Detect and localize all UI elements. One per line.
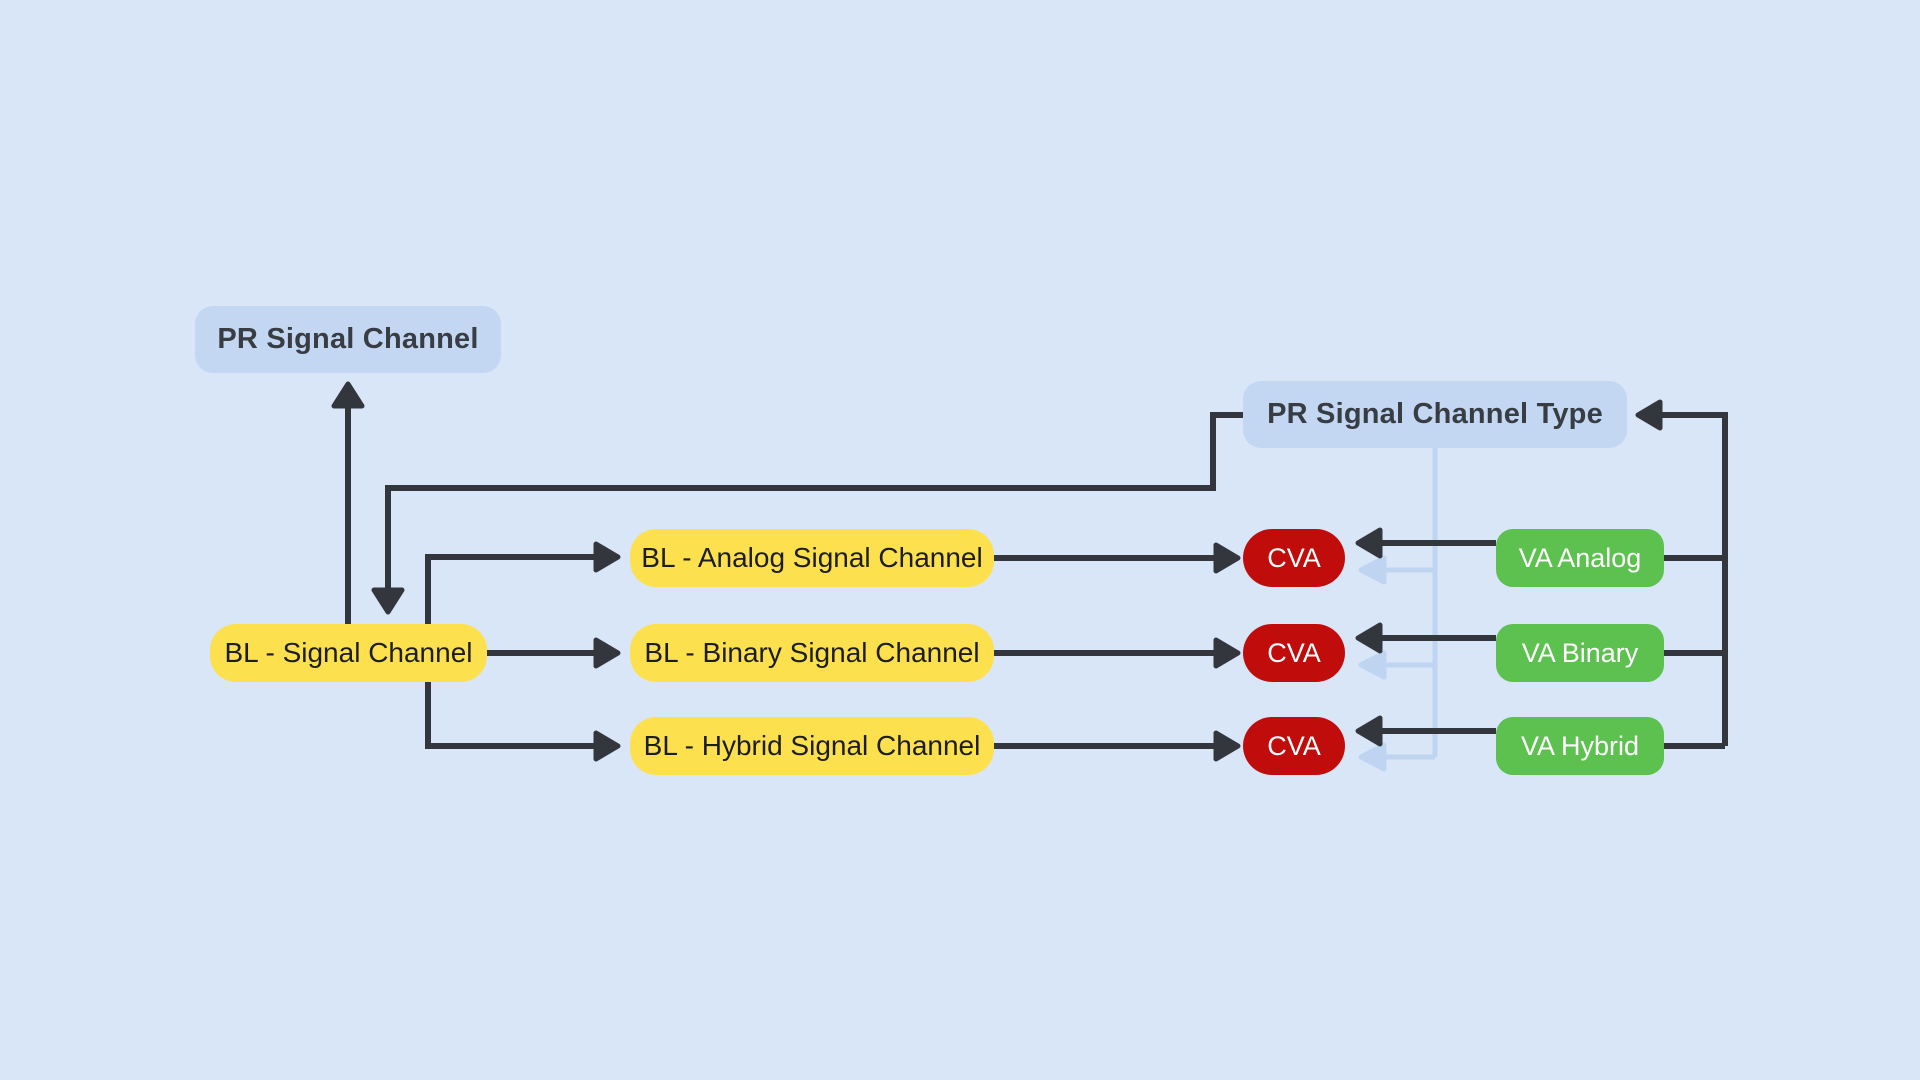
node-bl-hybrid-signal-channel[interactable]: BL - Hybrid Signal Channel xyxy=(630,717,994,775)
node-cva-binary[interactable]: CVA xyxy=(1243,624,1345,682)
arrowhead-hybrid-to-cva xyxy=(1213,730,1241,762)
node-label: VA Analog xyxy=(1518,542,1642,573)
edge-dark-group xyxy=(331,381,1728,762)
arrowhead-bl-to-binary xyxy=(593,637,621,669)
edge-type-to-cva-group xyxy=(1358,448,1438,772)
arrowhead-va-analog-to-cva xyxy=(1355,527,1383,559)
arrowhead-bl-to-analog xyxy=(593,541,621,573)
node-va-binary[interactable]: VA Binary xyxy=(1496,624,1664,682)
node-cva-hybrid[interactable]: CVA xyxy=(1243,717,1345,775)
node-label: BL - Hybrid Signal Channel xyxy=(643,730,981,761)
node-bl-binary-signal-channel[interactable]: BL - Binary Signal Channel xyxy=(630,624,994,682)
node-label: BL - Analog Signal Channel xyxy=(641,542,983,573)
edge-va-trunk xyxy=(1660,412,1728,746)
node-label: BL - Binary Signal Channel xyxy=(644,637,980,668)
node-label: VA Hybrid xyxy=(1520,730,1640,761)
arrowhead-type-to-bl xyxy=(371,587,405,615)
arrowhead-bl-to-pr xyxy=(331,381,365,409)
node-label: BL - Signal Channel xyxy=(224,637,473,668)
node-label: CVA xyxy=(1267,730,1321,761)
node-va-analog[interactable]: VA Analog xyxy=(1496,529,1664,587)
arrowhead-light-cva-hybrid xyxy=(1358,742,1387,772)
node-label: VA Binary xyxy=(1521,637,1639,668)
node-pr-signal-channel-type[interactable]: PR Signal Channel Type xyxy=(1243,381,1627,448)
node-bl-analog-signal-channel[interactable]: BL - Analog Signal Channel xyxy=(630,529,994,587)
arrowhead-light-cva-analog xyxy=(1358,555,1387,585)
edge-type-to-bl xyxy=(385,412,1243,590)
arrowhead-va-hybrid-to-cva xyxy=(1355,715,1383,747)
node-va-hybrid[interactable]: VA Hybrid xyxy=(1496,717,1664,775)
node-label: PR Signal Channel Type xyxy=(1267,398,1603,430)
arrowhead-analog-to-cva xyxy=(1213,542,1241,574)
arrowhead-va-to-type xyxy=(1635,399,1663,431)
arrowhead-light-cva-binary xyxy=(1358,650,1387,680)
node-label: PR Signal Channel xyxy=(217,323,479,355)
node-pr-signal-channel[interactable]: PR Signal Channel xyxy=(195,306,501,373)
node-label: CVA xyxy=(1267,542,1321,573)
node-label: CVA xyxy=(1267,637,1321,668)
arrowhead-va-binary-to-cva xyxy=(1355,622,1383,654)
edge-bl-to-hybrid xyxy=(425,682,596,749)
arrowhead-binary-to-cva xyxy=(1213,637,1241,669)
node-bl-signal-channel[interactable]: BL - Signal Channel xyxy=(210,624,487,682)
edge-bl-to-analog xyxy=(425,554,596,624)
node-cva-analog[interactable]: CVA xyxy=(1243,529,1345,587)
arrowhead-bl-to-hybrid xyxy=(593,730,621,762)
